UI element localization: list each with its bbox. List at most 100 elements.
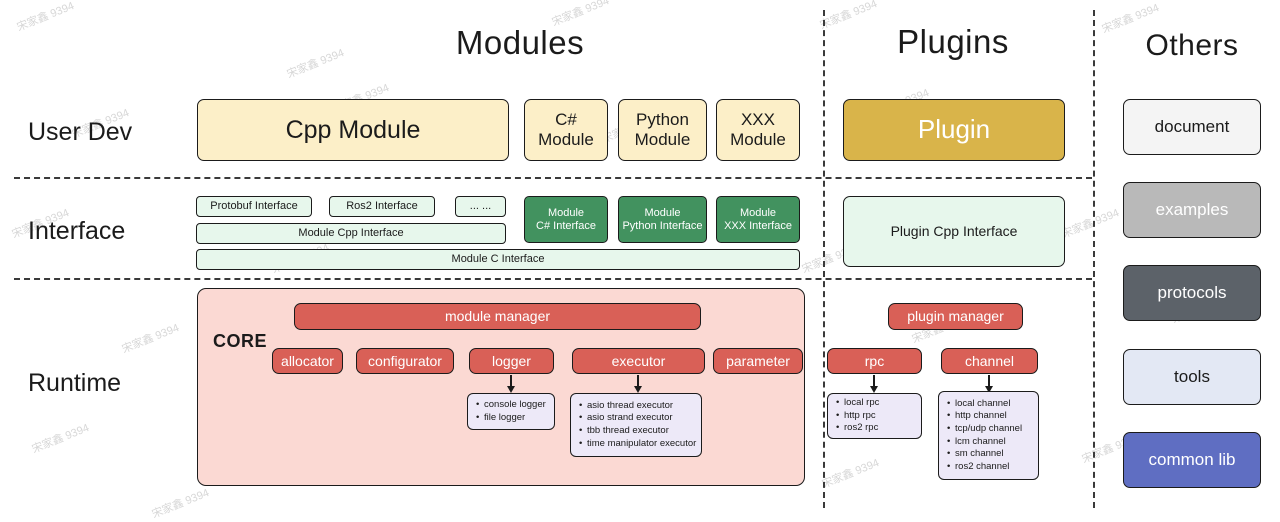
list-item: ros2 rpc xyxy=(830,422,919,435)
list-item: http rpc xyxy=(830,410,919,423)
channel-detail-list: local channel http channel tcp/udp chann… xyxy=(938,391,1039,480)
protobuf-interface-box: Protobuf Interface xyxy=(196,196,312,217)
watermark: 宋家鑫 9394 xyxy=(30,422,91,456)
list-item: asio strand executor xyxy=(573,412,699,425)
row-title-runtime: Runtime xyxy=(28,369,122,397)
divider-plugins-others xyxy=(1093,10,1095,508)
core-label: CORE xyxy=(213,331,268,351)
others-common-lib-box: common lib xyxy=(1123,432,1261,488)
others-document-label: document xyxy=(1154,117,1230,137)
csharp-module-box: C#Module xyxy=(524,99,608,161)
module-python-interface-line1: Module xyxy=(644,206,681,219)
watermark: 宋家鑫 9394 xyxy=(1060,207,1121,241)
parameter-label: parameter xyxy=(726,352,790,369)
row-title-user-dev: User Dev xyxy=(28,118,133,146)
list-item: ros2 channel xyxy=(941,461,1036,474)
list-item: tcp/udp channel xyxy=(941,423,1036,436)
cpp-module-label: Cpp Module xyxy=(285,115,421,144)
list-item: local channel xyxy=(941,398,1036,411)
ros2-interface-box: Ros2 Interface xyxy=(329,196,435,217)
watermark: 宋家鑫 9394 xyxy=(150,487,211,521)
others-protocols-box: protocols xyxy=(1123,265,1261,321)
channel-down-arrow-icon xyxy=(984,375,993,393)
ros2-interface-label: Ros2 Interface xyxy=(346,200,418,213)
more-interfaces-label: ... ... xyxy=(469,200,492,213)
list-item: sm channel xyxy=(941,448,1036,461)
csharp-module-label-line1: C# xyxy=(555,110,577,130)
configurator-box: configurator xyxy=(356,348,454,374)
plugin-label: Plugin xyxy=(917,114,991,145)
protobuf-interface-label: Protobuf Interface xyxy=(210,200,298,213)
executor-label: executor xyxy=(611,352,666,369)
others-examples-box: examples xyxy=(1123,182,1261,238)
channel-label: channel xyxy=(964,352,1015,369)
csharp-module-label-line2: Module xyxy=(538,130,594,149)
rpc-detail-list: local rpc http rpc ros2 rpc xyxy=(827,393,922,439)
column-title-modules: Modules xyxy=(455,24,585,61)
others-tools-box: tools xyxy=(1123,349,1261,405)
logger-down-arrow-icon xyxy=(506,375,515,393)
executor-detail-list: asio thread executor asio strand executo… xyxy=(570,393,702,457)
plugin-cpp-interface-box: Plugin Cpp Interface xyxy=(843,196,1065,267)
configurator-label: configurator xyxy=(368,352,442,369)
module-c-interface-box: Module C Interface xyxy=(196,249,800,270)
xxx-module-label-line2: Module xyxy=(730,130,786,149)
list-item: lcm channel xyxy=(941,436,1036,449)
python-module-label-line1: Python xyxy=(636,110,689,130)
allocator-label: allocator xyxy=(281,352,334,369)
list-item: http channel xyxy=(941,410,1036,423)
others-document-box: document xyxy=(1123,99,1261,155)
plugin-manager-bar: plugin manager xyxy=(888,303,1023,330)
others-tools-label: tools xyxy=(1174,367,1210,387)
module-manager-bar: module manager xyxy=(294,303,701,330)
divider-modules-plugins xyxy=(823,10,825,508)
executor-down-arrow-icon xyxy=(633,375,642,393)
others-examples-label: examples xyxy=(1155,200,1229,220)
column-title-others: Others xyxy=(1145,29,1239,62)
others-common-lib-label: common lib xyxy=(1148,450,1236,470)
rpc-down-arrow-icon xyxy=(869,375,878,393)
plugin-box: Plugin xyxy=(843,99,1065,161)
plugin-cpp-interface-label: Plugin Cpp Interface xyxy=(890,223,1018,240)
list-item: console logger xyxy=(470,399,552,412)
list-item: local rpc xyxy=(830,397,919,410)
list-item: time manipulator executor xyxy=(573,438,699,451)
cpp-module-box: Cpp Module xyxy=(197,99,509,161)
module-csharp-interface-line1: Module xyxy=(547,206,585,219)
logger-label: logger xyxy=(492,352,531,369)
watermark: 宋家鑫 9394 xyxy=(15,0,76,34)
module-xxx-interface-line2: XXX Interface xyxy=(724,219,792,232)
module-cpp-interface-label: Module Cpp Interface xyxy=(298,227,404,240)
rpc-label: rpc xyxy=(864,352,885,369)
list-item: asio thread executor xyxy=(573,400,699,413)
python-module-label-line2: Module xyxy=(634,130,691,149)
plugin-manager-label: plugin manager xyxy=(907,308,1004,325)
module-c-interface-label: Module C Interface xyxy=(451,253,545,266)
xxx-module-label-line1: XXX xyxy=(740,110,775,130)
executor-box: executor xyxy=(572,348,705,374)
watermark: 宋家鑫 9394 xyxy=(120,322,181,356)
watermark: 宋家鑫 9394 xyxy=(820,457,881,491)
list-item: file logger xyxy=(470,412,552,425)
allocator-box: allocator xyxy=(272,348,343,374)
rpc-box: rpc xyxy=(827,348,922,374)
module-cpp-interface-box: Module Cpp Interface xyxy=(196,223,506,244)
module-manager-label: module manager xyxy=(444,308,551,325)
logger-box: logger xyxy=(469,348,554,374)
parameter-box: parameter xyxy=(713,348,803,374)
module-csharp-interface-line2: C# Interface xyxy=(536,219,596,232)
more-interfaces-box: ... ... xyxy=(455,196,506,217)
logger-detail-list: console logger file logger xyxy=(467,393,555,430)
row-title-interface: Interface xyxy=(28,217,126,245)
channel-box: channel xyxy=(941,348,1038,374)
module-python-interface-line2: Python Interface xyxy=(622,219,703,232)
list-item: tbb thread executor xyxy=(573,425,699,438)
watermark: 宋家鑫 9394 xyxy=(285,47,346,81)
column-title-plugins: Plugins xyxy=(897,23,1009,60)
module-xxx-interface-line1: Module xyxy=(739,206,777,219)
